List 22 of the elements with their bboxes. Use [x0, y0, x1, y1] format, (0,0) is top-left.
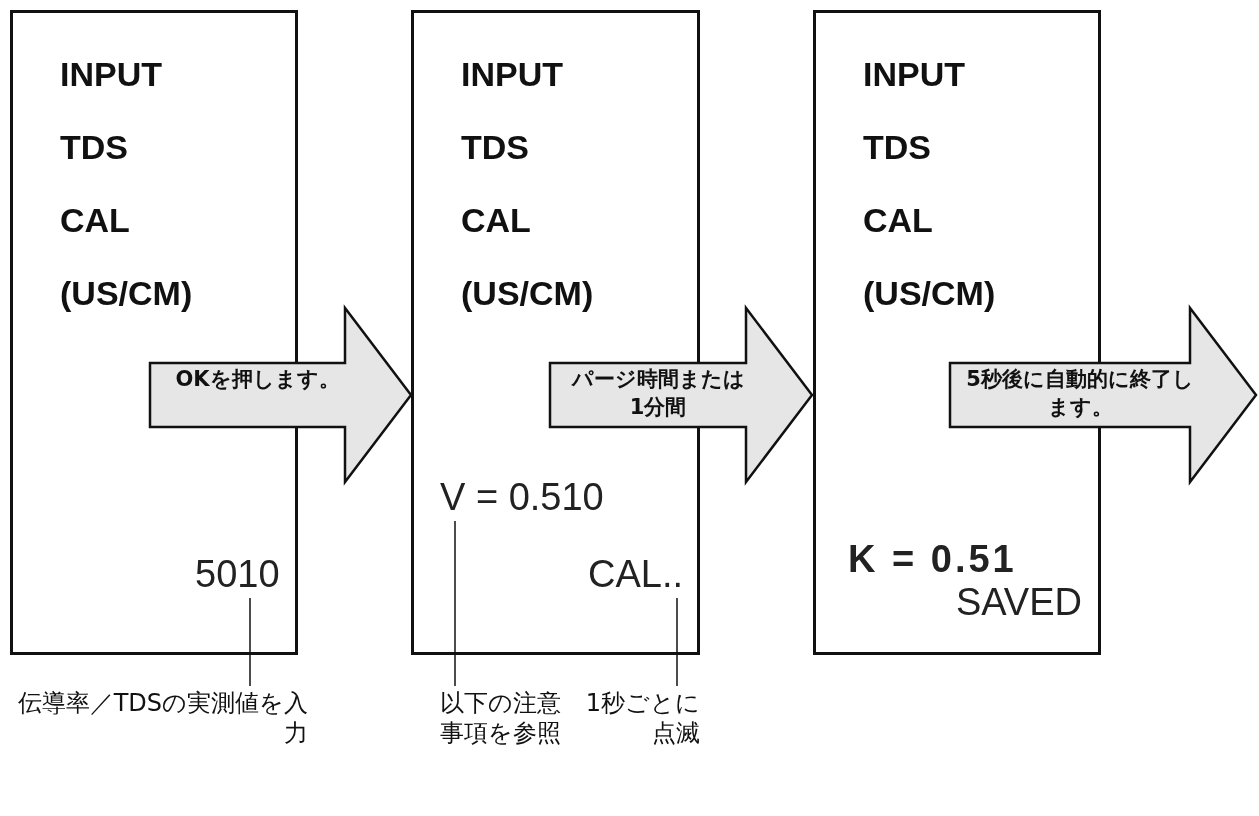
screen-heading: INPUT TDS CAL (US/CM): [60, 54, 194, 314]
edge-label: パージ時間または1分間: [570, 366, 746, 421]
display-screen: [411, 10, 700, 655]
status-text: SAVED: [956, 581, 1082, 624]
leader-line: [249, 597, 251, 687]
reading-value: K = 0.51: [848, 538, 1017, 581]
display-screen: [10, 10, 298, 655]
leader-line: [454, 520, 456, 687]
annotation-text: 伝導率／TDSの実測値を入力: [8, 688, 308, 748]
edge-label: OKを押します。: [174, 366, 341, 393]
annotation-text: 以下の注意事項を参照: [440, 688, 570, 748]
block-arrow: [948, 304, 1258, 486]
leader-line: [676, 597, 678, 687]
display-value: V = 0.510: [440, 476, 604, 519]
edge-label: 5秒後に自動的に終了します。: [965, 366, 1195, 421]
block-arrow: [148, 304, 413, 486]
display-value: CAL..: [588, 553, 684, 596]
screen-heading: INPUT TDS CAL (US/CM): [461, 54, 595, 314]
screen-heading: INPUT TDS CAL (US/CM): [863, 54, 997, 314]
display-value: 5010: [195, 553, 280, 596]
annotation-text: 1秒ごとに点滅: [575, 688, 700, 748]
block-arrow: [548, 304, 814, 486]
